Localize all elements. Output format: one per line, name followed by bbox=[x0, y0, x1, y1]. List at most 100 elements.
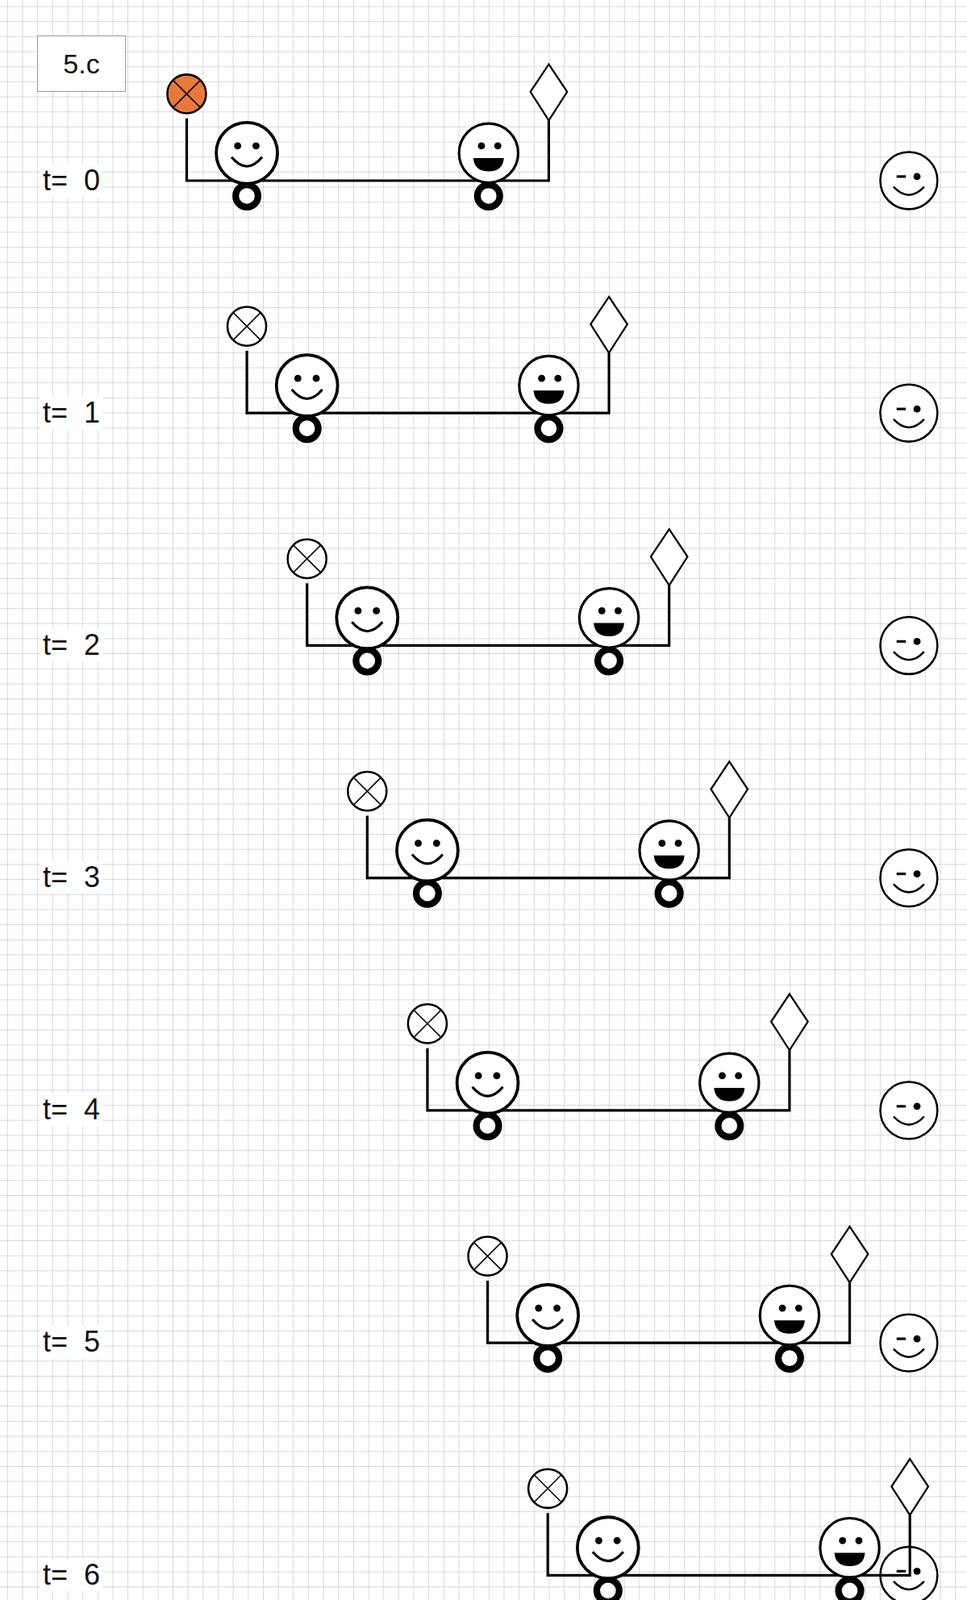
eye bbox=[658, 839, 666, 847]
eye bbox=[734, 1071, 742, 1080]
eye bbox=[855, 1537, 863, 1545]
time-row bbox=[287, 529, 938, 675]
figure-number: 5.c bbox=[62, 48, 100, 80]
cross-ball bbox=[287, 539, 327, 579]
time-row bbox=[166, 64, 938, 210]
cross bbox=[172, 79, 201, 108]
wheel bbox=[537, 416, 561, 440]
eye bbox=[613, 1537, 622, 1545]
time-label: t= 4 bbox=[40, 1093, 103, 1126]
open-mouth bbox=[774, 1320, 805, 1334]
cross bbox=[533, 1475, 562, 1503]
cross bbox=[293, 545, 321, 573]
smile bbox=[231, 157, 263, 167]
open-mouth bbox=[713, 1087, 745, 1101]
eye bbox=[795, 1304, 803, 1313]
wheel bbox=[838, 1579, 862, 1600]
eye bbox=[614, 607, 622, 615]
eye bbox=[233, 142, 242, 151]
cart-rows bbox=[166, 64, 938, 1600]
wheel bbox=[477, 184, 501, 208]
time-label: t= 0 bbox=[40, 164, 103, 197]
smile bbox=[893, 187, 925, 196]
eye bbox=[414, 839, 422, 847]
smile bbox=[291, 389, 323, 399]
smile bbox=[893, 651, 925, 660]
eye bbox=[475, 1071, 483, 1080]
wheel bbox=[778, 1346, 801, 1370]
grin-face bbox=[759, 1285, 819, 1345]
cross bbox=[353, 777, 381, 805]
grin-face bbox=[458, 123, 518, 183]
cross-ball bbox=[468, 1237, 508, 1276]
cross-ball bbox=[227, 307, 267, 346]
eye bbox=[595, 1537, 603, 1545]
eye bbox=[478, 142, 486, 151]
diamond-flag bbox=[650, 529, 688, 586]
smiley-face bbox=[216, 122, 278, 184]
eye bbox=[354, 607, 363, 615]
eye bbox=[537, 375, 546, 383]
grin-face bbox=[519, 355, 579, 415]
time-row bbox=[468, 1226, 938, 1372]
eye bbox=[913, 1335, 922, 1343]
eye bbox=[598, 607, 606, 615]
cross bbox=[293, 545, 321, 573]
closed-eye bbox=[896, 640, 906, 643]
cross bbox=[233, 312, 261, 341]
time-label: t= 6 bbox=[40, 1558, 103, 1592]
wheel bbox=[355, 649, 379, 672]
smile bbox=[532, 1319, 563, 1329]
eye bbox=[913, 1102, 922, 1110]
eye bbox=[913, 870, 922, 878]
open-mouth bbox=[593, 623, 625, 637]
smile bbox=[893, 1581, 925, 1590]
smile bbox=[893, 1349, 925, 1358]
cross-ball bbox=[408, 1004, 447, 1043]
diamond-flag bbox=[891, 1458, 929, 1516]
observer-face bbox=[879, 384, 938, 442]
smile bbox=[893, 1116, 925, 1125]
closed-eye bbox=[896, 408, 906, 411]
smiley-face bbox=[516, 1284, 579, 1347]
eye bbox=[913, 405, 922, 413]
smiley-face bbox=[396, 820, 459, 882]
time-row bbox=[408, 994, 938, 1140]
closed-eye bbox=[896, 1104, 906, 1108]
wheel bbox=[658, 882, 681, 905]
open-mouth bbox=[654, 855, 685, 869]
cross bbox=[533, 1475, 562, 1503]
time-row bbox=[227, 296, 938, 442]
open-mouth bbox=[834, 1553, 866, 1567]
smiley-face bbox=[276, 354, 338, 417]
smile bbox=[472, 1087, 504, 1097]
wheel bbox=[597, 649, 621, 672]
closed-eye bbox=[896, 872, 906, 876]
diamond-flag bbox=[771, 994, 809, 1051]
time-label: t= 2 bbox=[40, 629, 103, 662]
smiley-face bbox=[336, 587, 398, 649]
open-mouth bbox=[473, 158, 505, 171]
eye bbox=[779, 1304, 787, 1313]
observer-face bbox=[879, 1081, 938, 1139]
eye bbox=[838, 1537, 847, 1545]
eye bbox=[294, 375, 302, 383]
closed-eye bbox=[896, 175, 906, 178]
wheel bbox=[717, 1114, 741, 1138]
eye bbox=[252, 142, 260, 151]
time-label: t= 5 bbox=[40, 1325, 103, 1359]
smile bbox=[412, 854, 443, 864]
smile bbox=[893, 883, 925, 892]
eye bbox=[312, 375, 321, 383]
cross bbox=[474, 1242, 502, 1271]
time-row bbox=[528, 1458, 938, 1600]
title-box: 5.c bbox=[37, 35, 126, 92]
cross bbox=[474, 1242, 502, 1271]
closed-eye bbox=[896, 1570, 906, 1573]
observer-face bbox=[879, 152, 938, 210]
eye bbox=[553, 1304, 561, 1313]
observer-face bbox=[879, 849, 938, 907]
observer-face bbox=[879, 1314, 938, 1372]
